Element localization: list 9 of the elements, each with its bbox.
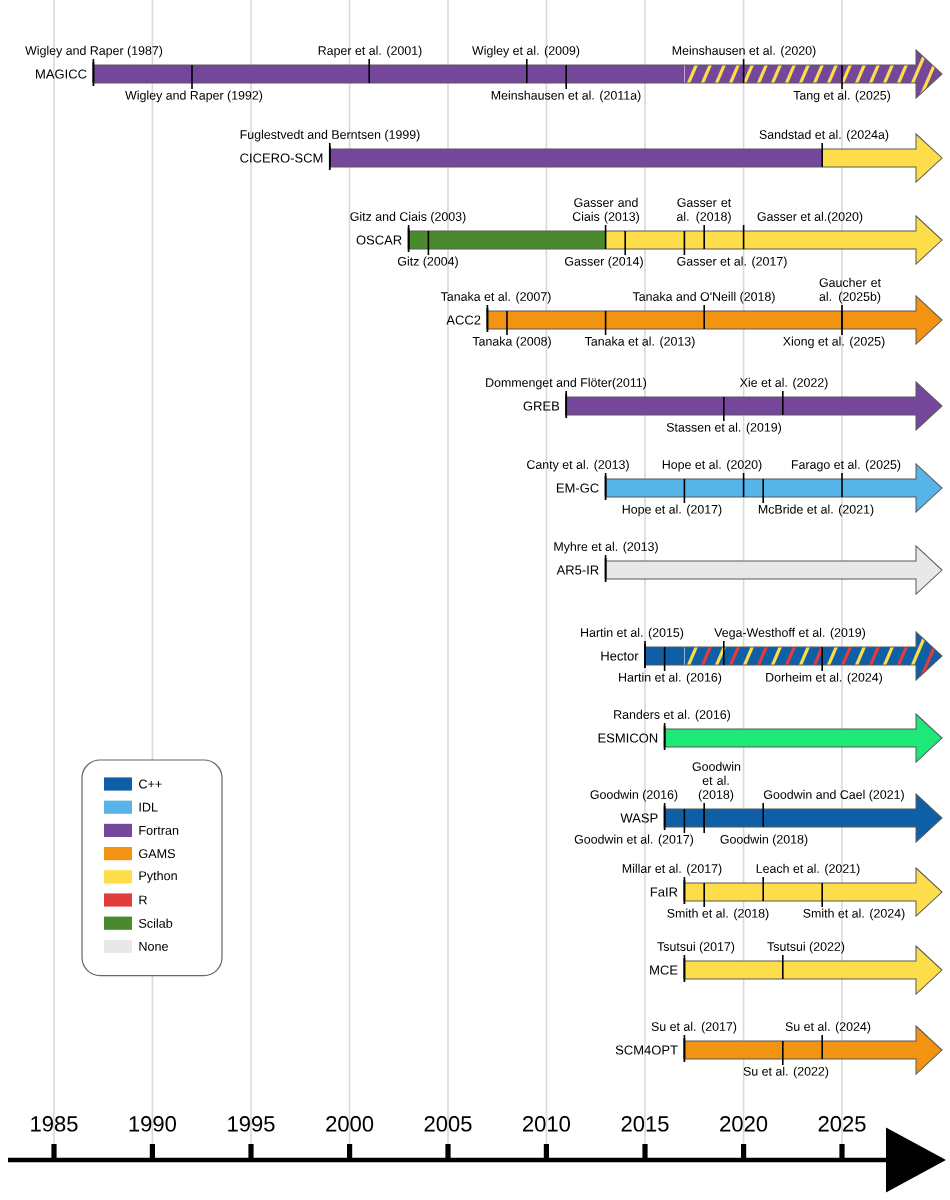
- year-label: 2025: [818, 1116, 866, 1132]
- year-label: 1990: [129, 1116, 176, 1132]
- year-label: 2005: [424, 1116, 472, 1132]
- year-label: 1985: [31, 1116, 78, 1132]
- year-label: 2010: [523, 1116, 570, 1132]
- year-label: 1995: [228, 1116, 275, 1132]
- year-label: 2015: [621, 1116, 669, 1132]
- year-label: 2020: [720, 1116, 768, 1132]
- year-label: 2000: [326, 1116, 374, 1132]
